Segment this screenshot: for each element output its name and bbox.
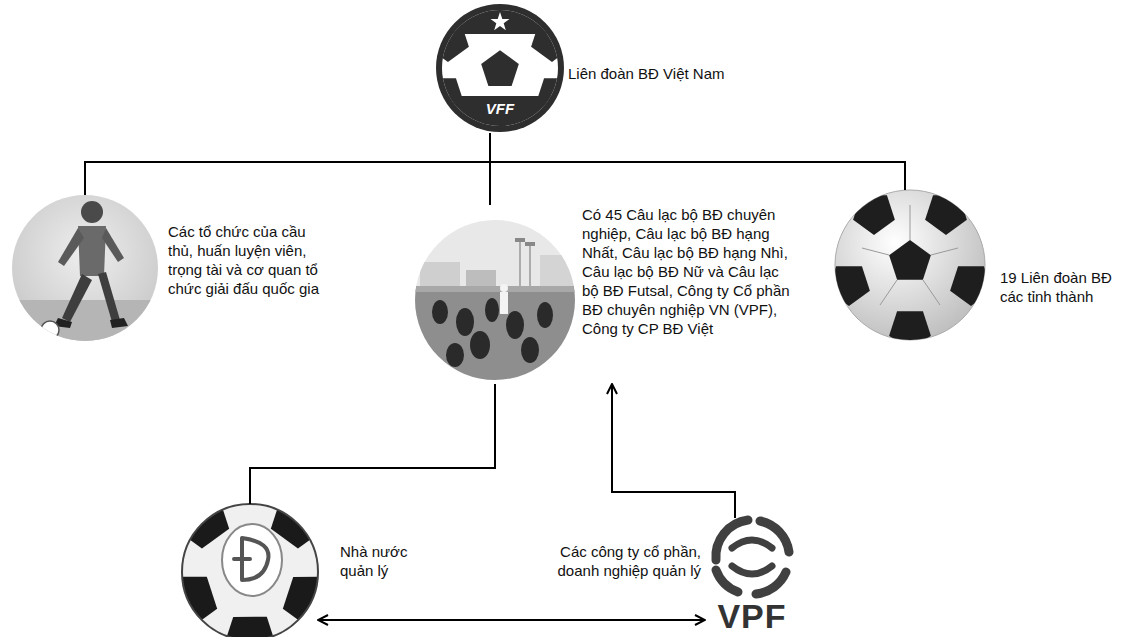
logo-text: VPF [702,597,802,635]
node-text: Các tổ chức của cầu thủ, huấn luyện viên… [168,222,328,298]
connector-line [85,133,490,195]
training-photo [415,220,575,386]
state-ball [154,481,348,637]
node-text: Có 45 Câu lạc bộ BĐ chuyên nghiệp, Câu l… [582,205,794,338]
soccer-ball [822,183,1001,356]
node-text: 19 Liên đoàn BĐ các tỉnh thành [1000,268,1125,306]
connector-line [250,384,495,504]
connector-line [612,384,735,518]
player-photo [10,195,160,345]
logo-text: VFF [460,100,540,118]
state-node: Nhà nước quản lý [182,504,318,637]
clubs-node: Có 45 Câu lạc bộ BĐ chuyên nghiệp, Câu l… [415,205,798,384]
provincial-node: 19 Liên đoàn BĐ các tỉnh thành [835,190,985,340]
connector-line [318,619,705,621]
vff-logo [416,4,587,136]
vpf-logo [716,520,789,594]
node-text: Nhà nước quản lý [340,542,420,580]
organizations-node: Các tổ chức của cầu thủ, huấn luyện viên… [10,195,160,345]
node-text: Liên đoàn BĐ Việt Nam [568,64,778,83]
node-text: Các công ty cổ phần, doanh nghiệp quản l… [525,542,701,580]
connector-line [490,133,905,190]
